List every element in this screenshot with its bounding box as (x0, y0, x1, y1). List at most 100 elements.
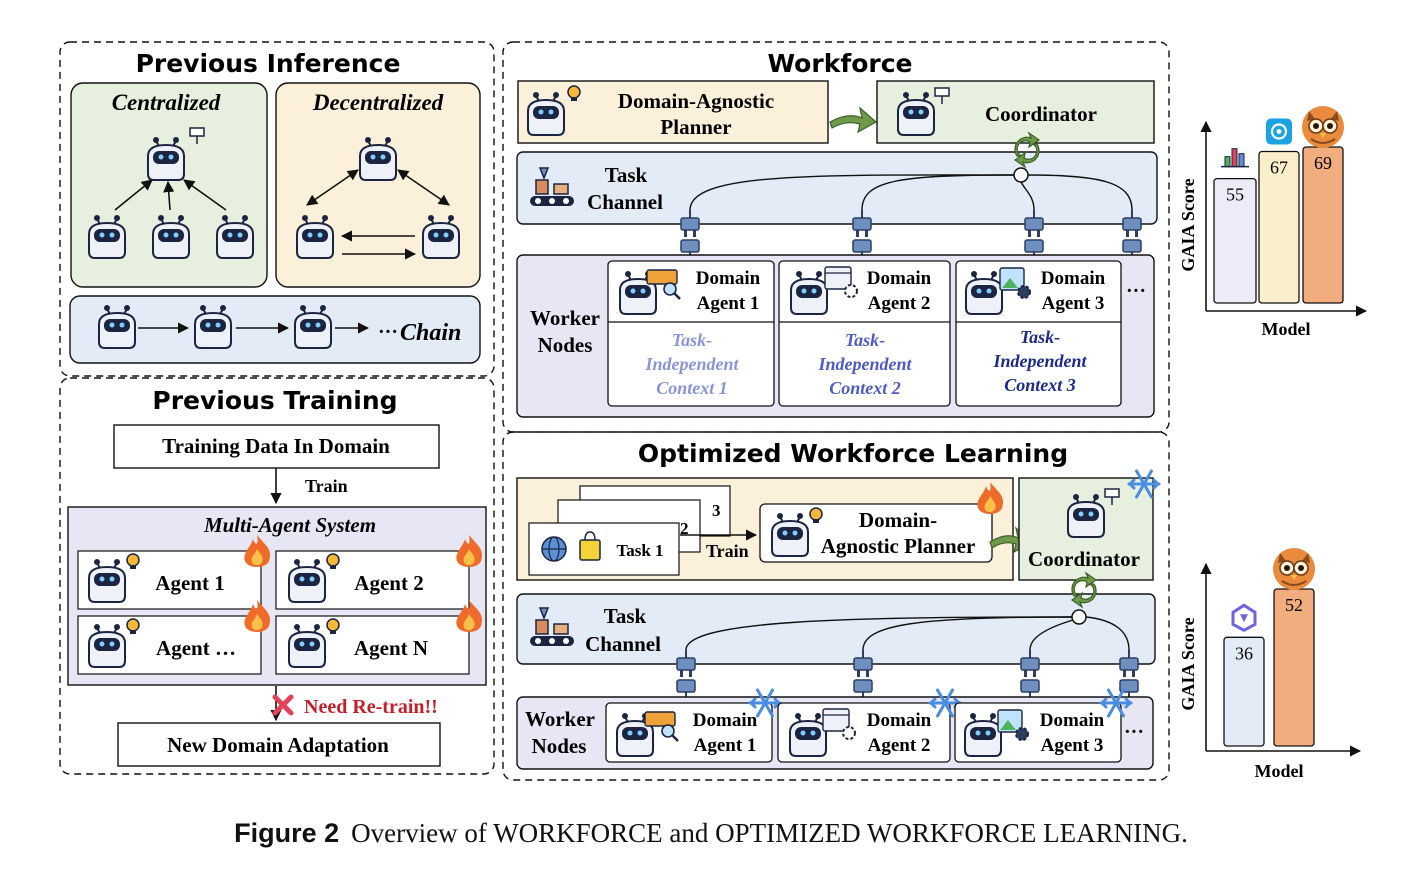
plug-icon (1122, 209, 1142, 261)
domain-agent-card: Domain Agent 2 Task- Independent Context… (778, 260, 951, 407)
new-domain-label: New Domain Adaptation (167, 733, 389, 757)
new-domain-box (117, 722, 441, 767)
agent-label: Agent 1 (155, 571, 224, 595)
code-gear-icon (822, 708, 856, 740)
owl-task-channel-line1: Task (604, 604, 647, 628)
agent-name-line1: Domain (867, 268, 932, 289)
previous-training-panel: Previous Training Training Data In Domai… (59, 377, 495, 775)
www-search-icon (646, 269, 681, 300)
retrain-warning: Need Re-train!! (304, 696, 438, 718)
caption-text: Overview of WORKFORCE and OPTIMIZED WORK… (351, 818, 1188, 848)
bar-value-label: 55 (1226, 185, 1244, 205)
more-agents-ellipsis: ··· (1126, 280, 1146, 302)
agent-name-line2: Agent 3 (1042, 293, 1105, 314)
owl-planner-line2: Agnostic Planner (821, 534, 976, 558)
training-data-label: Training Data In Domain (162, 434, 390, 458)
agent-name-line2: Agent 3 (1041, 735, 1104, 756)
domain-agent-card: Domain Agent 3 Task- Independent Context… (955, 260, 1122, 407)
previous-inference-title: Previous Inference (136, 49, 401, 78)
agent-name-line1: Domain (696, 268, 761, 289)
agent-label: Agent … (156, 636, 236, 660)
chain-box: ··· Chain (69, 295, 481, 364)
owl-planner-line1: Domain- (859, 508, 937, 532)
context-line2: Independent (817, 354, 912, 374)
task-channel-line2: Channel (587, 190, 663, 214)
context-line3: Context 3 (1004, 375, 1076, 395)
context-line2: Independent (992, 351, 1087, 371)
owl-domain-agent-card: Domain Agent 2 (777, 688, 962, 763)
task-1-label: Task 1 (616, 541, 663, 560)
bar-value-label: 69 (1314, 153, 1332, 173)
context-line1: Task- (1020, 327, 1060, 347)
bar-value-label: 36 (1235, 643, 1253, 663)
plug-icon (1024, 209, 1044, 261)
context-line3: Context 2 (829, 378, 901, 398)
previous-inference-panel: Previous Inference Centralized Decentral… (59, 41, 495, 377)
code-gear-icon (824, 266, 858, 298)
chain-ellipsis: ··· (378, 321, 398, 343)
centralized-box: Centralized (70, 82, 268, 288)
owl-worker-nodes-line1: Worker (525, 707, 595, 731)
owl-icon (1272, 547, 1316, 591)
owl-icon (1301, 105, 1345, 149)
gaia-chart-bottom: GAIA Score Model 36 52 (1178, 547, 1362, 781)
decentralized-box: Decentralized (275, 82, 481, 288)
bar-value-label: 52 (1285, 595, 1303, 615)
bar-chart-icon (1221, 148, 1249, 168)
bar-value-label: 67 (1270, 158, 1288, 178)
owl-panel: Optimized Workforce Learning 3 2 Task 1 … (502, 431, 1170, 781)
context-line1: Task- (845, 330, 885, 350)
chart-bottom-xlabel: Model (1255, 761, 1304, 781)
globe-icon (541, 536, 567, 562)
task-channel-line1: Task (605, 163, 648, 187)
worker-nodes-line2: Nodes (538, 333, 593, 357)
image-gear-icon (999, 267, 1031, 299)
training-data-box (113, 424, 440, 469)
owl-coordinator-label: Coordinator (1028, 547, 1140, 571)
task-3-label: 3 (712, 501, 721, 520)
coordinator-sign-icon (934, 87, 950, 104)
plug-icon (852, 209, 872, 261)
workforce-title: Workforce (768, 49, 913, 78)
context-line2: Independent (644, 354, 739, 374)
agent-name-line2: Agent 2 (868, 293, 931, 314)
chart-bottom-ylabel: GAIA Score (1178, 617, 1198, 710)
bar (1213, 178, 1257, 304)
context-line3: Context 1 (656, 378, 728, 398)
green-arrow-icon (829, 106, 878, 134)
bar (1223, 636, 1265, 747)
planner-label-line1: Domain-Agnostic (618, 89, 774, 113)
agent-name-line1: Domain (867, 710, 932, 731)
context-line1: Task- (672, 330, 712, 350)
cross-icon (272, 694, 294, 716)
owl-task-channel-line2: Channel (585, 632, 661, 656)
owl-title: Optimized Workforce Learning (638, 439, 1068, 468)
agent-label: Agent 2 (354, 571, 423, 595)
task-2-label: 2 (680, 519, 689, 538)
centralized-label: Centralized (112, 90, 221, 115)
agent-name-line1: Domain (693, 710, 758, 731)
agent-name-line1: Domain (1040, 710, 1105, 731)
owl-domain-agent-card: Domain Agent 1 (605, 688, 782, 763)
qwen-icon (1231, 603, 1257, 633)
openai-icon (1266, 118, 1292, 145)
owl-train-label: Train (706, 541, 749, 561)
planner-label-line2: Planner (660, 115, 731, 139)
plug-icon (680, 209, 700, 261)
channel-hub (1071, 609, 1087, 625)
task-channel-box (516, 151, 1158, 225)
agent-name-line2: Agent 1 (694, 735, 757, 756)
multi-agent-system-box: Multi-Agent System Agent 1 Agent 2 Agent… (67, 506, 487, 686)
agent-name-line1: Domain (1041, 268, 1106, 289)
mas-title: Multi-Agent System (203, 513, 376, 537)
previous-training-title: Previous Training (152, 386, 397, 415)
coordinator-sign-icon (189, 127, 205, 144)
www-search-icon (644, 711, 679, 742)
domain-agent-card: Domain Agent 1 Task- Independent Context… (607, 260, 775, 407)
coordinator-sign-icon (1104, 488, 1120, 505)
agent-label: Agent N (354, 636, 428, 660)
figure-canvas: Previous Inference Centralized Decentral… (59, 41, 1368, 781)
coordinator-label: Coordinator (985, 102, 1097, 126)
